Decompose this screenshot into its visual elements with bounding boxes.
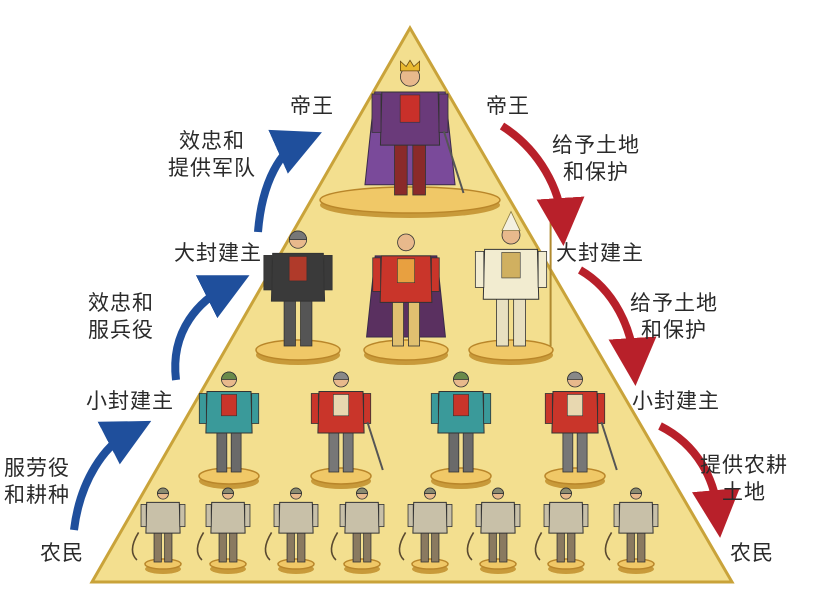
soldier-figure-2-platform bbox=[544, 467, 606, 489]
vassal-figure-1-platform bbox=[198, 467, 260, 489]
left-label-duty-to-emperor: 效忠和 提供军队 bbox=[168, 129, 256, 180]
vassal-figure-2-platform bbox=[430, 467, 492, 489]
peasant-platform-2 bbox=[209, 558, 247, 574]
knight-platform bbox=[255, 339, 341, 365]
knight-figure bbox=[263, 230, 333, 347]
peasant-platform-8 bbox=[617, 558, 655, 574]
peasant-figure-2 bbox=[196, 487, 251, 563]
left-label-duty-to-lesser-lord: 服劳役 和耕种 bbox=[4, 456, 70, 507]
left-label-peasant: 农民 bbox=[40, 541, 84, 565]
peasant-figure-4 bbox=[330, 487, 385, 563]
peasant-figure-7 bbox=[534, 487, 589, 563]
king-platform bbox=[319, 186, 501, 218]
right-arrow-great-lord-to-lesser-lord bbox=[577, 266, 657, 386]
left-label-emperor: 帝王 bbox=[290, 94, 334, 118]
peasant-platform-6 bbox=[479, 558, 517, 574]
right-label-grant-from-lesser-lord: 提供农耕 土地 bbox=[700, 453, 788, 504]
right-arrow-lesser-lord-to-peasant bbox=[658, 422, 740, 538]
peasant-figure-3 bbox=[264, 487, 319, 563]
right-label-peasant: 农民 bbox=[730, 541, 774, 565]
peasant-platform-4 bbox=[343, 558, 381, 574]
right-arrow-emperor-to-great-lord bbox=[499, 122, 585, 246]
noble-platform bbox=[363, 339, 449, 365]
king-figure bbox=[364, 59, 465, 196]
soldier-figure-2 bbox=[544, 371, 618, 473]
peasant-figure-6 bbox=[466, 487, 521, 563]
left-arrow-lesser-to-great-lord bbox=[171, 275, 250, 381]
right-label-grant-from-great-lord: 给予土地 和保护 bbox=[630, 291, 718, 342]
peasant-platform-1 bbox=[144, 558, 182, 574]
peasant-platform-5 bbox=[411, 558, 449, 574]
bishop-platform bbox=[468, 339, 554, 365]
left-label-great-lord: 大封建主 bbox=[174, 241, 262, 265]
right-label-grant-from-emperor: 给予土地 和保护 bbox=[552, 133, 640, 184]
soldier-figure-1-platform bbox=[310, 467, 372, 489]
left-label-duty-to-great-lord: 效忠和 服兵役 bbox=[88, 291, 154, 342]
peasant-platform-3 bbox=[277, 558, 315, 574]
bishop-figure bbox=[474, 210, 552, 347]
right-label-lesser-lord: 小封建主 bbox=[632, 389, 720, 413]
peasant-figure-8 bbox=[604, 487, 659, 563]
left-label-lesser-lord: 小封建主 bbox=[86, 389, 174, 413]
peasant-platform-7 bbox=[547, 558, 585, 574]
left-arrow-great-lord-to-emperor bbox=[254, 129, 322, 233]
left-arrow-peasant-to-lesser-lord bbox=[70, 420, 152, 531]
right-label-emperor: 帝王 bbox=[486, 94, 530, 118]
noble-figure bbox=[366, 233, 446, 347]
vassal-figure-2 bbox=[430, 371, 492, 473]
soldier-figure-1 bbox=[310, 371, 384, 473]
right-label-great-lord: 大封建主 bbox=[556, 241, 644, 265]
peasant-figure-5 bbox=[398, 487, 453, 563]
vassal-figure-1 bbox=[198, 371, 260, 473]
peasant-figure-1 bbox=[131, 487, 186, 563]
